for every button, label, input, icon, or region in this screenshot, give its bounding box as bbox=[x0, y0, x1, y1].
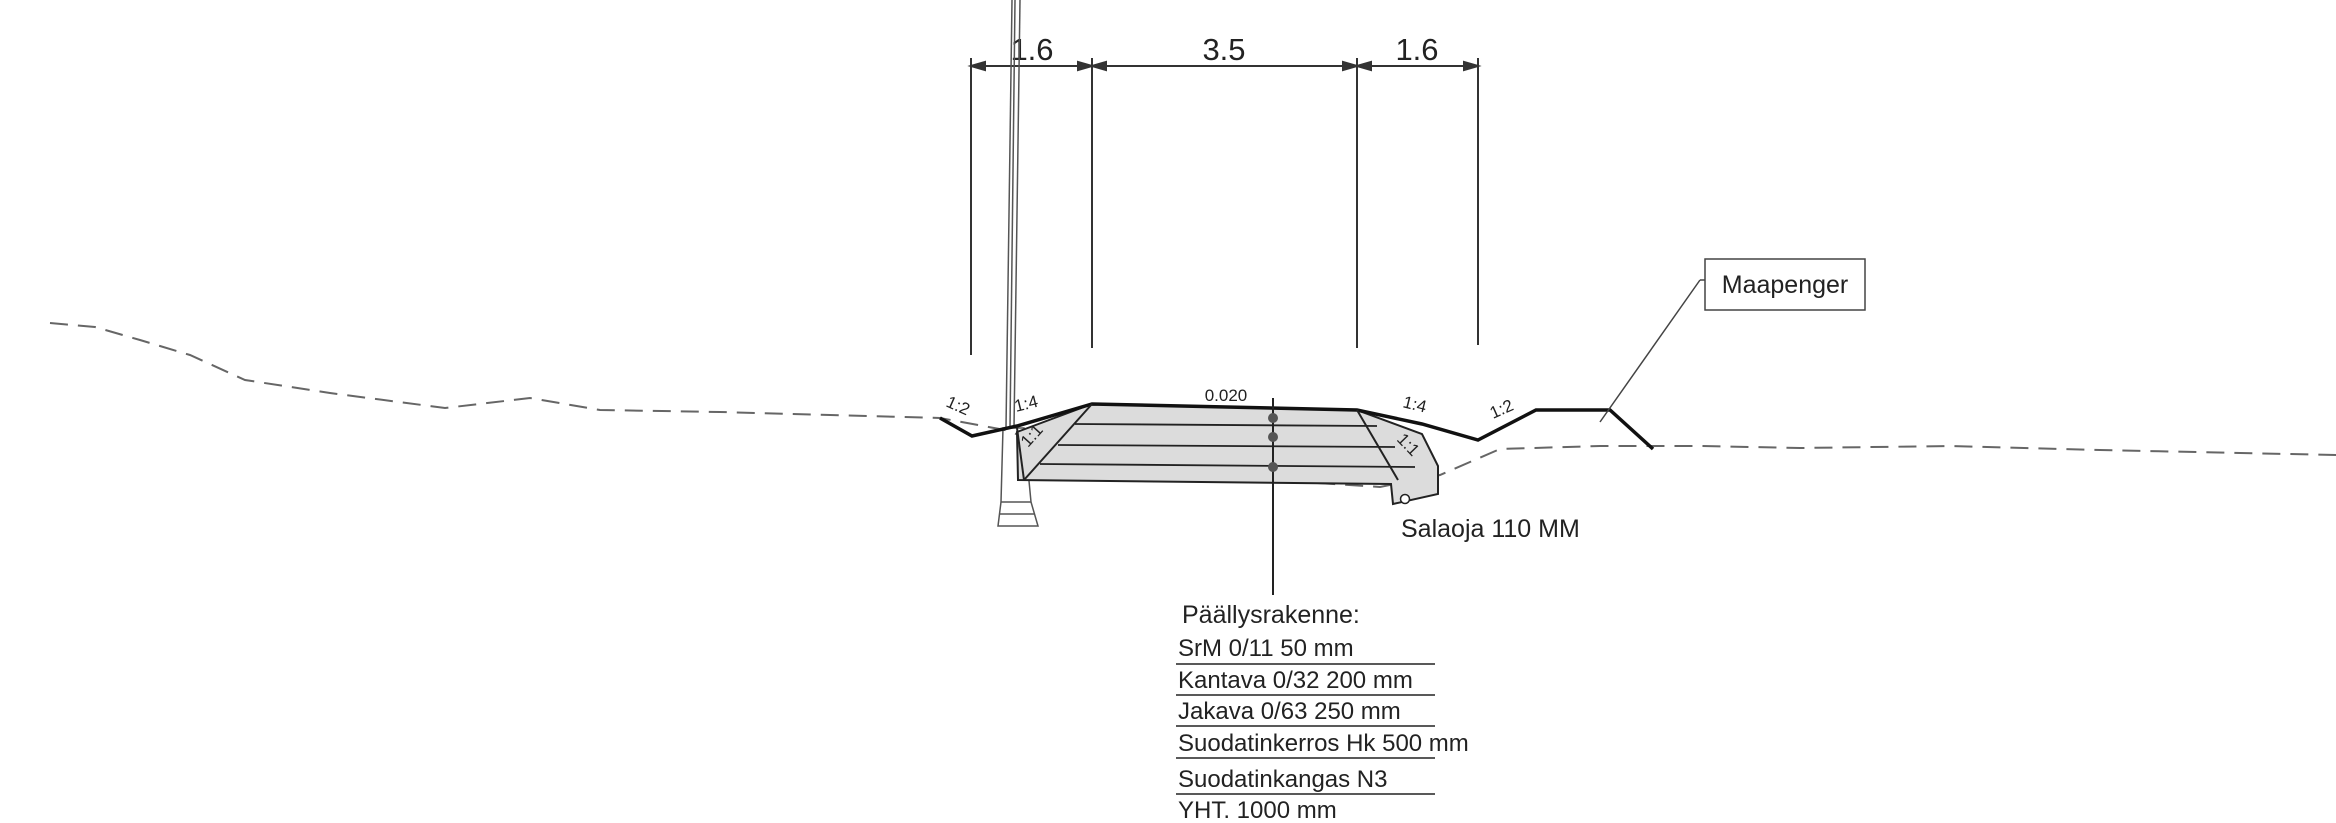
dimension-carriageway: 3.5 bbox=[1202, 32, 1245, 67]
drain-label: Salaoja 110 MM bbox=[1401, 515, 1580, 543]
existing-ground-line bbox=[49, 322, 2336, 489]
road-surface-line bbox=[939, 402, 1655, 451]
dimension-extension-lines bbox=[970, 58, 1479, 355]
layer-item: Suodatinkangas N3 bbox=[1178, 766, 1387, 793]
pavement-layer-list: SrM 0/11 50 mm Kantava 0/32 200 mm Jakav… bbox=[1176, 635, 1469, 823]
layer-item: Jakava 0/63 250 mm bbox=[1178, 698, 1401, 725]
slope-left-outer: 1:2 bbox=[943, 392, 972, 419]
dimension-left-shoulder: 1.6 bbox=[1010, 32, 1053, 67]
embankment-label: Maapenger bbox=[1722, 271, 1848, 299]
embankment-callout bbox=[1599, 258, 1866, 423]
slope-right-inner: 1:4 bbox=[1401, 392, 1429, 416]
slope-right-outer: 1:2 bbox=[1487, 396, 1516, 423]
layer-item: YHT. 1000 mm bbox=[1178, 797, 1337, 823]
pavement-title: Päällysrakenne: bbox=[1182, 601, 1360, 629]
layer-item: Kantava 0/32 200 mm bbox=[1178, 667, 1413, 694]
drain-pipe bbox=[1399, 493, 1411, 505]
side-slope-lines bbox=[1016, 403, 1399, 481]
dimension-right-shoulder: 1.6 bbox=[1395, 32, 1438, 67]
pavement-leader bbox=[1268, 398, 1278, 595]
dimension-line bbox=[967, 60, 1482, 72]
crossfall-label: 0.020 bbox=[1205, 386, 1248, 405]
layer-item: SrM 0/11 50 mm bbox=[1178, 635, 1354, 662]
layer-item: Suodatinkerros Hk 500 mm bbox=[1178, 730, 1469, 757]
pole bbox=[997, 0, 1039, 527]
layer-boundaries bbox=[1039, 423, 1416, 468]
pavement-structure bbox=[1015, 402, 1439, 506]
slope-left-inner: 1:4 bbox=[1012, 392, 1040, 416]
